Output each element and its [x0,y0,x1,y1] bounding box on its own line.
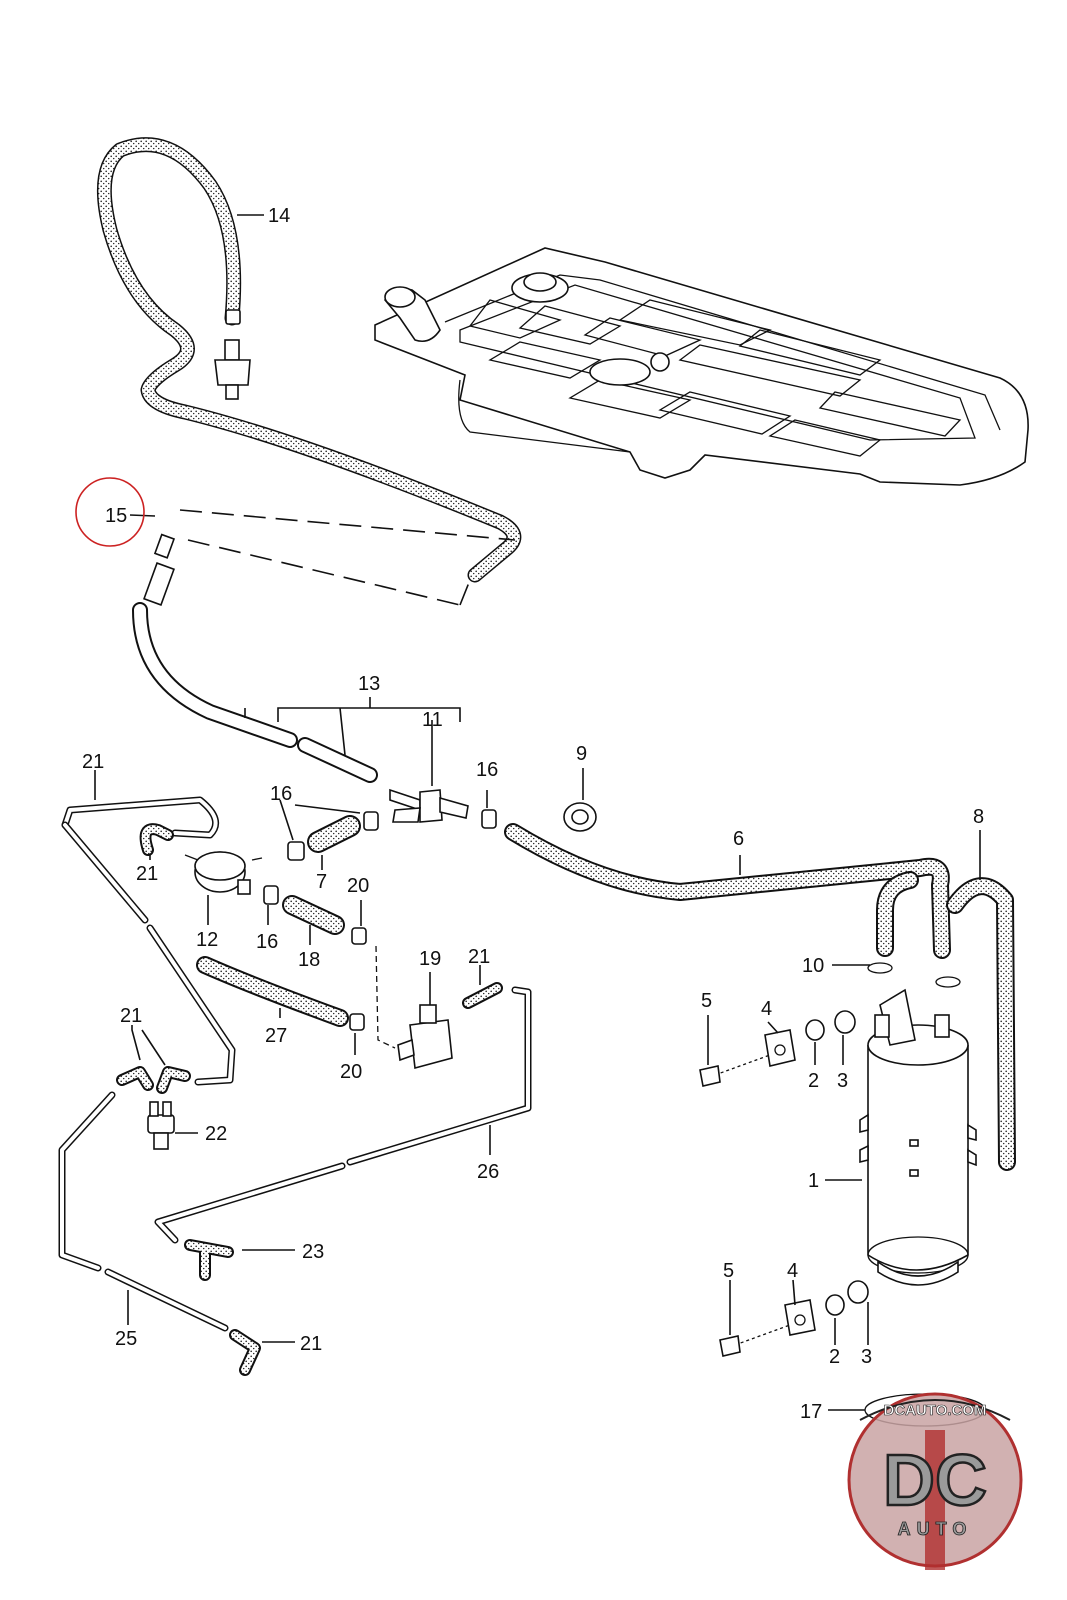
vent-hose-14 [96,137,522,583]
callout-26: 26 [477,1161,499,1183]
hose-clamps-16 [263,809,497,1031]
grommet-9 [563,802,597,832]
callout-8: 8 [973,806,984,828]
fuel-tank [374,247,1029,486]
valve-19 [375,945,453,1070]
elbow-hoses-21 [116,823,503,1376]
watermark-sub: AUTO [898,1519,973,1539]
callout-15: 15 [105,505,127,527]
callout-9: 9 [576,743,587,765]
highlight-circle [75,477,145,547]
watermark-site: DCAUTO.COM [883,1402,986,1419]
callout-16b: 16 [270,783,292,805]
callout-labels: 14 15 13 11 9 16 16 21 21 7 12 16 18 20 … [82,205,984,1423]
short-hose-7 [307,815,361,853]
callout-13: 13 [358,673,380,695]
bracket-13 [244,697,461,756]
callout-2a: 2 [808,1070,819,1092]
callout-2b: 2 [829,1346,840,1368]
callout-18: 18 [298,949,320,971]
short-hose-18 [282,895,345,935]
callout-27: 27 [265,1025,287,1047]
callout-4b: 4 [787,1260,798,1282]
dcauto-watermark: DCAUTO.COM DC AUTO [847,1392,1023,1570]
callout-5a: 5 [701,990,712,1012]
callout-14: 14 [268,205,290,227]
callout-21a: 21 [82,751,104,773]
callout-22: 22 [205,1123,227,1145]
callout-3a: 3 [837,1070,848,1092]
callout-6: 6 [733,828,744,850]
leader-lines [94,214,981,1411]
hose-6 [504,823,951,959]
callout-23: 23 [302,1241,324,1263]
switch-22 [147,1101,175,1150]
callout-5b: 5 [723,1260,734,1282]
callout-17: 17 [800,1401,822,1423]
callout-21d: 21 [120,1005,142,1027]
callout-25: 25 [115,1328,137,1350]
callout-3b: 3 [861,1346,872,1368]
check-valve [214,309,251,400]
callout-12: 12 [196,929,218,951]
callout-19: 19 [419,948,441,970]
valve-12 [184,851,263,895]
charcoal-canister-1 [859,988,977,1286]
callout-16a: 16 [476,759,498,781]
hose-8 [946,877,1016,1171]
breather-hose [132,533,378,783]
watermark-logo: DC [883,1441,987,1521]
callout-21c: 21 [468,946,490,968]
callout-20b: 20 [340,1061,362,1083]
vacuum-lines [58,796,532,1332]
callout-7: 7 [316,871,327,893]
callout-11: 11 [422,709,443,731]
callout-4a: 4 [761,998,772,1020]
callout-21e: 21 [300,1333,322,1355]
dashed-leader [179,509,516,606]
callout-10: 10 [802,955,824,977]
tee-connector-11 [389,788,469,823]
hose-27 [196,956,349,1027]
callout-21b: 21 [136,863,158,885]
mount-hardware-lower [719,1280,869,1357]
callout-20a: 20 [347,875,369,897]
callout-1: 1 [808,1170,819,1192]
mount-hardware-upper [699,1010,856,1087]
clips-10 [867,962,961,988]
callout-16c: 16 [256,931,278,953]
